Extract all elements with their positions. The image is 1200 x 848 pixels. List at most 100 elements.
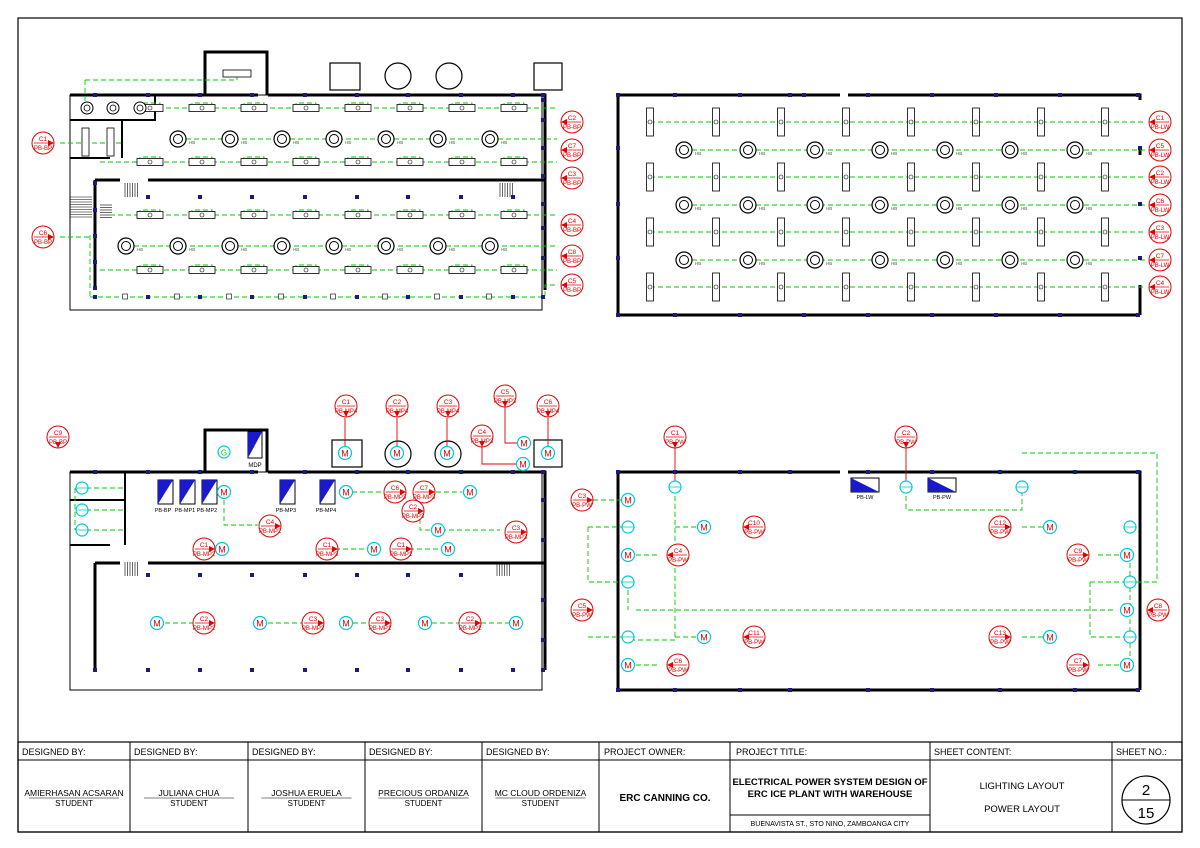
- panel-label: PB-PW: [744, 640, 764, 646]
- column: [541, 174, 545, 178]
- high-bay-inner: [940, 145, 950, 155]
- project-title-line1: ELECTRICAL POWER SYSTEM DESIGN OF: [732, 777, 927, 788]
- fixture-switch: [1102, 174, 1108, 180]
- arrow-icon: [1083, 662, 1089, 668]
- arrow-icon: [48, 234, 54, 240]
- fixture-switch: [147, 105, 153, 111]
- column: [802, 93, 806, 97]
- downlight-inner: [83, 104, 91, 112]
- fixture-switch: [713, 284, 719, 290]
- column: [541, 498, 545, 502]
- fixture-switch: [908, 174, 914, 180]
- column: [93, 668, 97, 672]
- fixture-switch: [355, 159, 361, 165]
- motor-symbol: M: [544, 449, 552, 459]
- arrow-icon: [1005, 524, 1011, 530]
- column: [541, 202, 545, 206]
- motor: M: [1119, 547, 1135, 563]
- panel-label: PB-MP1: [459, 626, 482, 632]
- high-bay-inner: [810, 200, 820, 210]
- motor-symbol: M: [700, 523, 708, 533]
- outlet: [226, 293, 232, 300]
- column: [541, 118, 545, 122]
- motor: M: [338, 615, 354, 631]
- panel-label: PB-MP3: [505, 535, 528, 541]
- power-circuits: [74, 406, 549, 624]
- motor-circle: [540, 445, 556, 461]
- circuit-label: C1: [397, 542, 406, 549]
- column: [93, 260, 97, 264]
- column: [866, 313, 870, 317]
- tank-circle: [384, 62, 412, 90]
- arrow-icon: [318, 620, 324, 626]
- motor-circle: [337, 445, 353, 461]
- motor-circle: [1042, 629, 1058, 645]
- column: [303, 195, 307, 199]
- circuit-label: C5: [578, 603, 587, 610]
- fixture-switch: [459, 267, 465, 273]
- high-bay-inner: [875, 200, 885, 210]
- motor: M: [338, 484, 354, 500]
- high-bay-inner: [485, 134, 495, 144]
- panel-markers: C1PB-LWC5PB-LWC2PB-LWC6PB-LWC3PB-LWC7PB-…: [1148, 110, 1172, 299]
- fixture-tag: HB: [826, 261, 832, 266]
- panel-label: PB-LW: [1151, 153, 1170, 159]
- fixture-switch: [1102, 119, 1108, 125]
- column: [998, 688, 1002, 692]
- panel-label: PB-LW: [1151, 263, 1170, 269]
- column: [1138, 146, 1142, 150]
- fixture-tag: HB: [891, 261, 897, 266]
- fixture-switch: [647, 119, 653, 125]
- column: [93, 470, 97, 474]
- motor-circle: [216, 484, 232, 500]
- motor-symbol: M: [1123, 661, 1131, 671]
- column: [1058, 313, 1062, 317]
- circuit-label: C9: [54, 430, 63, 437]
- fixture-switch: [511, 159, 517, 165]
- downlight-inner: [136, 104, 144, 112]
- tank-circle: [384, 440, 412, 468]
- fixture-switch: [647, 284, 653, 290]
- panel-label: PB-PW: [1068, 668, 1088, 674]
- motor-circle: [508, 615, 524, 631]
- arrow-icon: [1083, 552, 1089, 558]
- fixture-tag: HB: [189, 140, 195, 145]
- column: [355, 295, 359, 299]
- motor: M: [440, 541, 456, 557]
- column: [355, 668, 359, 672]
- tank-circle: [434, 440, 462, 468]
- circuit-label: C5: [568, 278, 577, 285]
- fixture-tag: HB: [695, 206, 701, 211]
- fixture-tag: HB: [1086, 206, 1092, 211]
- fixture-switch: [647, 174, 653, 180]
- project-title-line2: ERC ICE PLANT WITH WAREHOUSE: [748, 789, 913, 800]
- home-run-wire: [344, 406, 549, 465]
- motor-circle: [1119, 602, 1135, 618]
- arrow-icon: [667, 552, 673, 558]
- high-bay-inner: [1005, 255, 1015, 265]
- column: [541, 256, 545, 260]
- motor: M: [1119, 657, 1135, 673]
- designer-header: DESIGNED BY:: [134, 747, 198, 757]
- motor: M: [149, 615, 165, 631]
- column: [511, 195, 515, 199]
- title-block: DESIGNED BY:AMIERHASAN ACSARANSTUDENTDES…: [17, 741, 1183, 833]
- title-header: PROJECT TITLE:: [736, 747, 807, 757]
- sheet-header: SHEET NO.:: [1116, 747, 1167, 757]
- fixture-switch: [251, 159, 257, 165]
- fixture-switch: [843, 119, 849, 125]
- outlet: [382, 293, 388, 300]
- column: [459, 470, 463, 474]
